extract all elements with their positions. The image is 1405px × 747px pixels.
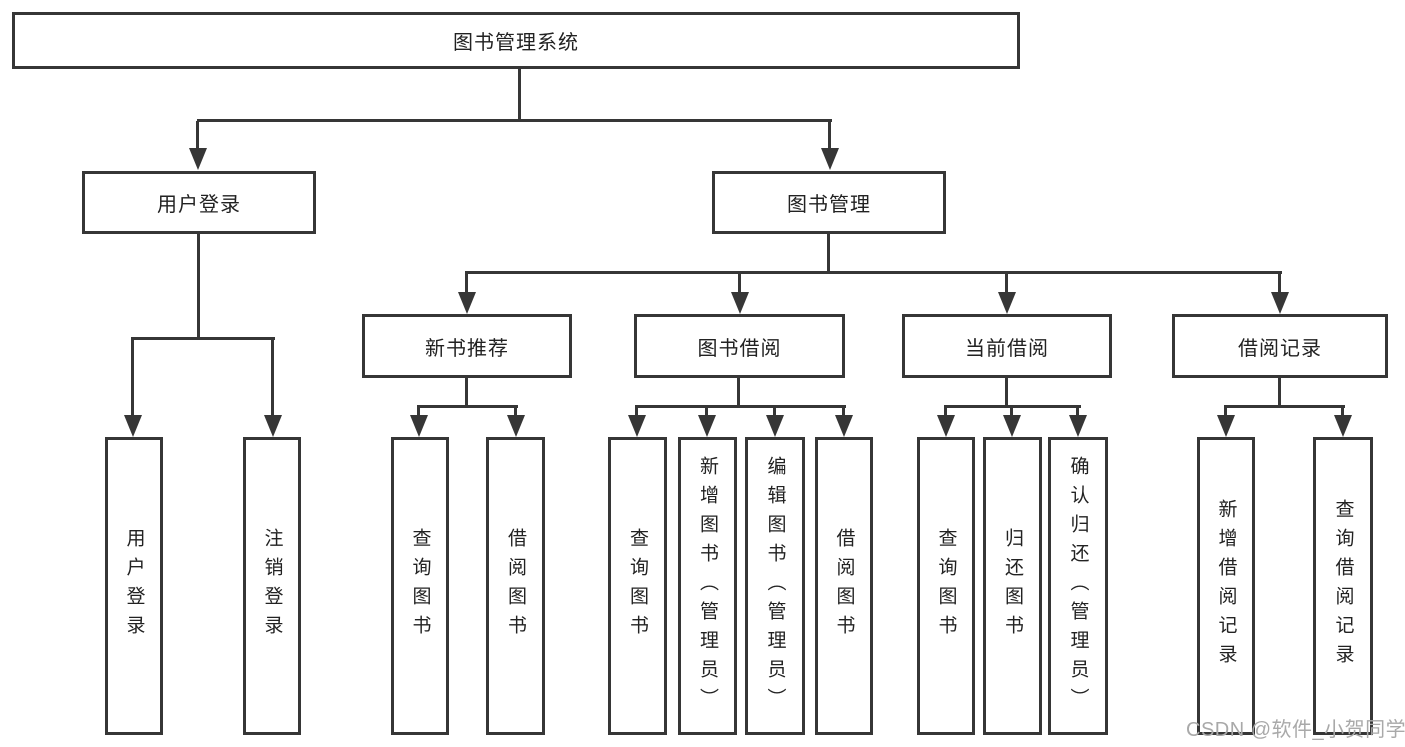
node-book-management: 图书管理 (712, 171, 946, 234)
arrow-down-icon (507, 406, 525, 437)
leaf-query-books-recommend: 查询图书 (391, 437, 449, 735)
node-user-login: 用户登录 (82, 171, 316, 234)
arrow-down-icon (1003, 406, 1021, 437)
leaf-add-books-admin: 新增图书（管理员） (678, 437, 737, 735)
arrow-down-icon (821, 121, 839, 170)
leaf-label: 注销登录 (261, 528, 283, 644)
leaf-label: 确认归还（管理员） (1067, 455, 1089, 717)
arrow-down-icon (1334, 406, 1352, 437)
connector-line (465, 271, 1282, 274)
arrow-down-icon (1069, 406, 1087, 437)
connector-line (518, 69, 521, 122)
node-label: 图书管理 (787, 194, 871, 216)
leaf-edit-books-admin: 编辑图书（管理员） (745, 437, 805, 735)
leaf-label: 新增借阅记录 (1215, 499, 1237, 673)
leaf-label: 用户登录 (123, 528, 145, 644)
connector-line (635, 405, 846, 408)
leaf-label: 借阅图书 (833, 528, 855, 644)
node-borrowing-records: 借阅记录 (1172, 314, 1388, 378)
leaf-logout: 注销登录 (243, 437, 301, 735)
leaf-label: 查询图书 (935, 528, 957, 644)
node-label: 图书管理系统 (453, 32, 579, 54)
leaf-label: 归还图书 (1002, 528, 1023, 644)
connector-line (1278, 378, 1281, 408)
arrow-down-icon (766, 406, 784, 437)
connector-line (465, 378, 468, 408)
leaf-label: 新增图书（管理员） (697, 455, 718, 717)
arrow-down-icon (731, 273, 749, 314)
leaf-return-books: 归还图书 (983, 437, 1042, 735)
leaf-borrow-books-borrowing: 借阅图书 (815, 437, 873, 735)
node-label: 借阅记录 (1238, 337, 1322, 360)
arrow-down-icon (124, 339, 142, 437)
arrow-down-icon (189, 121, 207, 170)
connector-line (827, 234, 830, 274)
leaf-label: 查询图书 (627, 528, 648, 644)
leaf-query-books-borrowing: 查询图书 (608, 437, 667, 735)
leaf-add-borrow-record: 新增借阅记录 (1197, 437, 1255, 735)
connector-line (197, 234, 200, 340)
connector-line (417, 405, 518, 408)
connector-line (131, 337, 275, 340)
leaf-query-borrow-record: 查询借阅记录 (1313, 437, 1373, 735)
leaf-label: 借阅图书 (505, 528, 526, 644)
leaf-query-books-current: 查询图书 (917, 437, 975, 735)
leaf-label: 编辑图书（管理员） (764, 455, 786, 717)
connector-line (197, 119, 832, 122)
arrow-down-icon (1217, 406, 1235, 437)
leaf-label: 查询图书 (409, 528, 431, 644)
connector-line (737, 378, 740, 408)
arrow-down-icon (835, 406, 853, 437)
node-label: 图书借阅 (697, 337, 782, 360)
arrow-down-icon (998, 273, 1016, 314)
node-library-management-system: 图书管理系统 (12, 12, 1020, 69)
node-current-borrowing: 当前借阅 (902, 314, 1112, 378)
arrow-down-icon (410, 406, 428, 437)
arrow-down-icon (698, 406, 716, 437)
node-label: 用户登录 (157, 194, 241, 216)
arrow-down-icon (264, 339, 282, 437)
leaf-confirm-return-admin: 确认归还（管理员） (1048, 437, 1108, 735)
node-label: 当前借阅 (965, 337, 1049, 360)
arrow-down-icon (1271, 273, 1289, 314)
connector-line (1005, 378, 1008, 408)
arrow-down-icon (458, 273, 476, 314)
node-book-borrowing: 图书借阅 (634, 314, 845, 378)
leaf-user-login: 用户登录 (105, 437, 163, 735)
node-new-book-recommend: 新书推荐 (362, 314, 572, 378)
arrow-down-icon (628, 406, 646, 437)
arrow-down-icon (937, 406, 955, 437)
leaf-borrow-books-recommend: 借阅图书 (486, 437, 545, 735)
node-label: 新书推荐 (425, 337, 509, 360)
leaf-label: 查询借阅记录 (1332, 499, 1354, 673)
csdn-watermark: CSDN @软件_小贺同学 (1186, 719, 1405, 741)
connector-line (1224, 405, 1345, 408)
